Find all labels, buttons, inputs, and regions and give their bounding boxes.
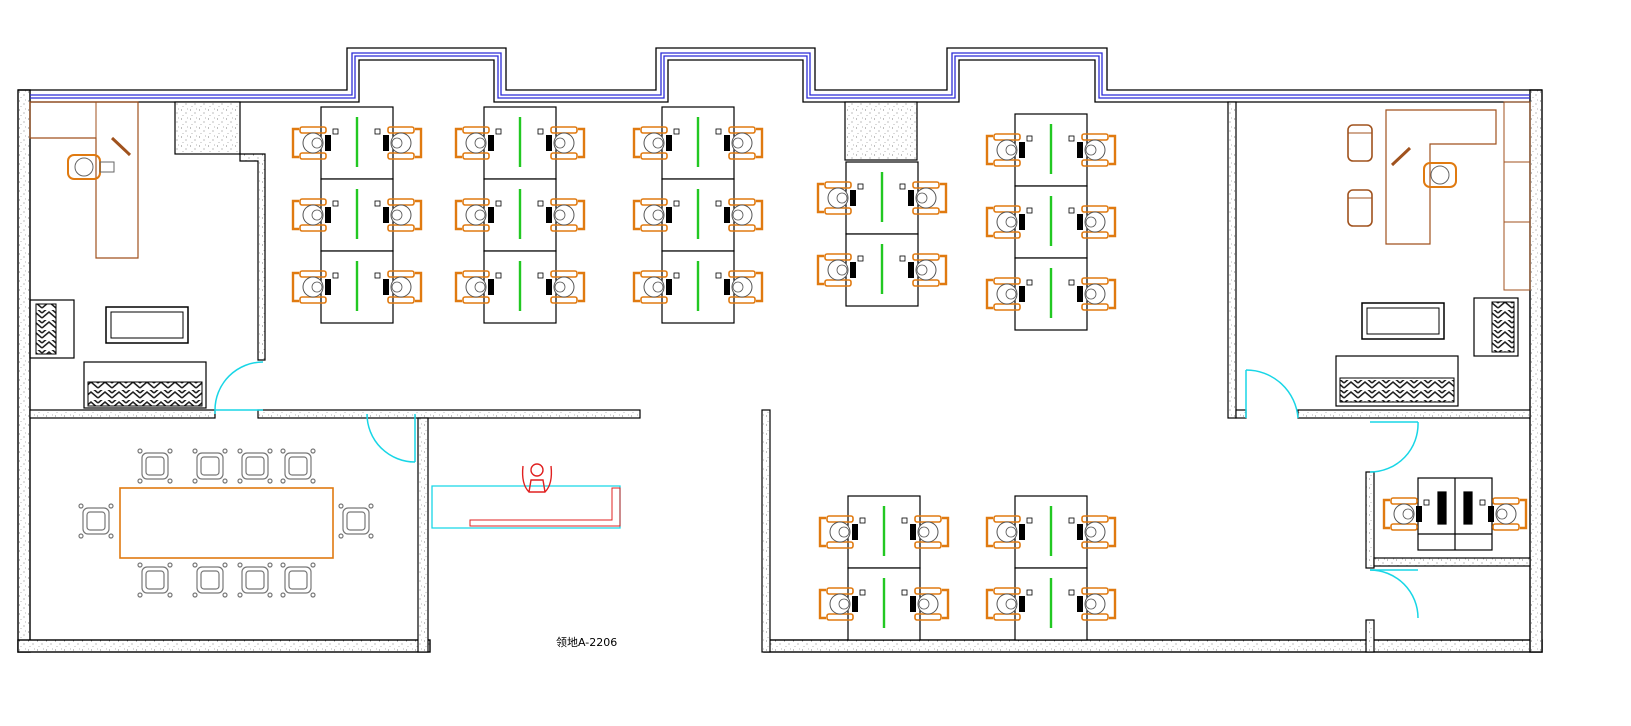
interior-walls (29, 101, 1531, 653)
office-chair-icon (816, 181, 864, 215)
conference-chair-icon (137, 562, 173, 598)
right-executive-office (1335, 101, 1531, 407)
conference-chair-icon (338, 503, 374, 539)
workstation-pod-icon (454, 106, 586, 324)
office-chair-icon (1423, 162, 1457, 188)
workstation-pod-icon (291, 106, 423, 324)
office-chair-icon (454, 198, 502, 232)
office-chair-icon (291, 126, 339, 160)
office-chair-icon (715, 270, 764, 304)
office-chair-icon (454, 126, 502, 160)
office-chair-icon (374, 270, 423, 304)
conference-room (78, 448, 374, 598)
office-chair-icon (1068, 587, 1117, 621)
office-chair-icon (985, 205, 1033, 239)
office-chair-icon (985, 277, 1033, 311)
office-chair-icon (632, 270, 680, 304)
conference-chair-icon (137, 448, 173, 484)
reception-person-icon (521, 463, 553, 493)
structural-columns (174, 101, 918, 161)
conference-chair-icon (192, 562, 228, 598)
office-chair-icon (632, 126, 680, 160)
sofa-icon (1335, 355, 1459, 407)
office-chair-icon (818, 587, 866, 621)
office-chair-icon (537, 270, 586, 304)
conference-chair-icon (237, 448, 273, 484)
office-chair-icon (816, 253, 864, 287)
office-chair-icon (818, 515, 866, 549)
office-chair-icon (1382, 497, 1430, 531)
office-chair-icon (291, 198, 339, 232)
workstation-pod-icon (818, 495, 950, 641)
office-chair-icon (374, 126, 423, 160)
office-chair-icon (632, 198, 680, 232)
armchair-icon (29, 299, 75, 359)
conference-chair-icon (237, 562, 273, 598)
outer-walls (17, 89, 1543, 653)
office-chair-icon (901, 587, 950, 621)
office-chair-icon (715, 126, 764, 160)
office-chair-icon (454, 270, 502, 304)
office-chair-icon (715, 198, 764, 232)
office-chair-icon (537, 198, 586, 232)
left-executive-office (29, 101, 207, 409)
office-chair-icon (899, 253, 948, 287)
armchair-icon (1473, 297, 1519, 357)
conference-chair-icon (78, 503, 114, 539)
office-chair-icon (1068, 133, 1117, 167)
office-chair-icon (985, 133, 1033, 167)
reception-area (431, 463, 621, 529)
office-chair-icon (985, 587, 1033, 621)
office-chair-icon (1068, 205, 1117, 239)
plan-label: 领地A-2206 (556, 636, 618, 649)
north-window-band (18, 47, 1542, 103)
workstation-pod-icon (985, 495, 1117, 641)
workstation-pod-icon (816, 161, 948, 307)
conference-chair-icon (280, 448, 316, 484)
office-chair-icon (1068, 515, 1117, 549)
small-office (1417, 477, 1493, 551)
office-chair-icon (901, 515, 950, 549)
door-swing-icon (214, 361, 1419, 619)
conference-chair-icon (280, 562, 316, 598)
office-chair-icon (1068, 277, 1117, 311)
office-chair-icon (67, 154, 101, 180)
office-chair-icon (537, 126, 586, 160)
office-chair-icon (291, 270, 339, 304)
office-chair-icon (899, 181, 948, 215)
conference-table-icon (119, 487, 334, 559)
sofa-icon (83, 361, 207, 409)
conference-chair-icon (192, 448, 228, 484)
office-chair-icon (1479, 497, 1528, 531)
workstation-pod-icon (632, 106, 764, 324)
office-chair-icon (985, 515, 1033, 549)
workstation-clusters (291, 106, 1528, 641)
office-chair-icon (374, 198, 423, 232)
workstation-pod-icon (985, 113, 1117, 331)
